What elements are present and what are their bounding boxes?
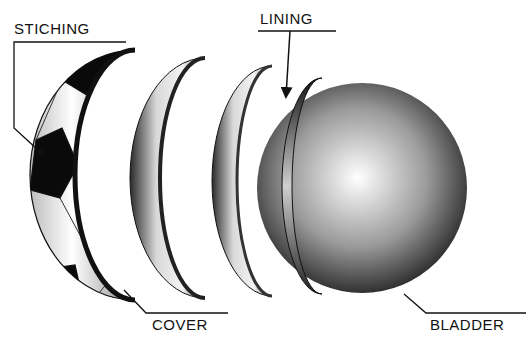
part-label: COVER [152, 316, 208, 334]
leader-line [14, 42, 126, 150]
leader-line [124, 290, 228, 313]
part-label: BLADDER [430, 316, 504, 334]
part-label: STICHING [14, 20, 90, 38]
leader-line [286, 31, 290, 96]
leader-line [258, 30, 336, 31]
part-label: LINING [260, 10, 313, 28]
leader-line [404, 294, 526, 313]
